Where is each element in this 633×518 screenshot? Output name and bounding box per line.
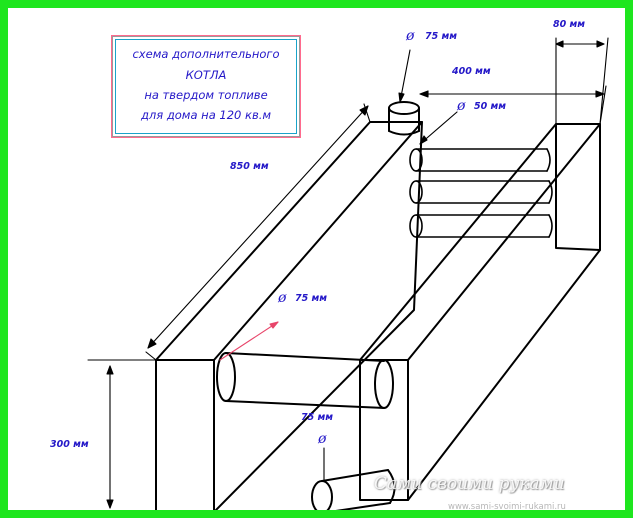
watermark-url: www.sami-svoimi-rukami.ru: [448, 502, 566, 512]
middle-pipe: [216, 352, 394, 409]
connecting-pipe-3: [409, 214, 553, 238]
leader-lines: [219, 49, 458, 481]
right-section-inner-edge: [555, 123, 601, 251]
dim-bottom-pipe-label: 75 мм: [301, 412, 334, 423]
bottom-pipe: [311, 469, 396, 510]
right-section-top-face: [359, 123, 601, 361]
left-section-top-face: [155, 121, 423, 361]
title-box: схема дополнительного КОТЛА на твердом т…: [112, 36, 300, 137]
title-line-1: схема дополнительного: [132, 47, 280, 61]
diameter-symbol-pipe-50: ø: [457, 98, 466, 114]
dim-400-label: 400 мм: [452, 66, 491, 77]
watermark-text: Сами своими руками: [374, 474, 565, 494]
title-line-4: для дома на 120 кв.м: [140, 108, 272, 122]
dim-850-line: [147, 105, 369, 349]
leader-middle-pipe: [219, 321, 279, 361]
diameter-symbol-outlet: ø: [406, 28, 415, 44]
diameter-symbol-bottom-pipe: ø: [318, 431, 327, 447]
connecting-pipe-1: [409, 148, 551, 172]
left-section: [155, 121, 423, 510]
left-section-front-face: [155, 359, 215, 510]
left-section-back-edge: [214, 121, 423, 510]
dim-middle-pipe-label: 75 мм: [295, 293, 328, 304]
dim-850-label: 850 мм: [230, 161, 269, 172]
title-line-3: на твердом топливе: [144, 88, 268, 102]
outlet-pipe: [388, 101, 420, 136]
right-section: [359, 123, 601, 501]
dim-300-label: 300 мм: [50, 439, 89, 450]
dimension-lines: [87, 37, 609, 509]
dim-outlet-label: 75 мм: [425, 31, 458, 42]
dim-pipe-50-label: 50 мм: [474, 101, 507, 112]
title-line-2: КОТЛА: [185, 68, 227, 82]
dim-80-label: 80 мм: [553, 19, 586, 30]
connecting-pipes: [409, 148, 553, 238]
connecting-pipe-2: [409, 180, 553, 204]
diameter-symbol-middle-pipe: ø: [278, 290, 287, 306]
boiler-drawing: [87, 37, 609, 510]
